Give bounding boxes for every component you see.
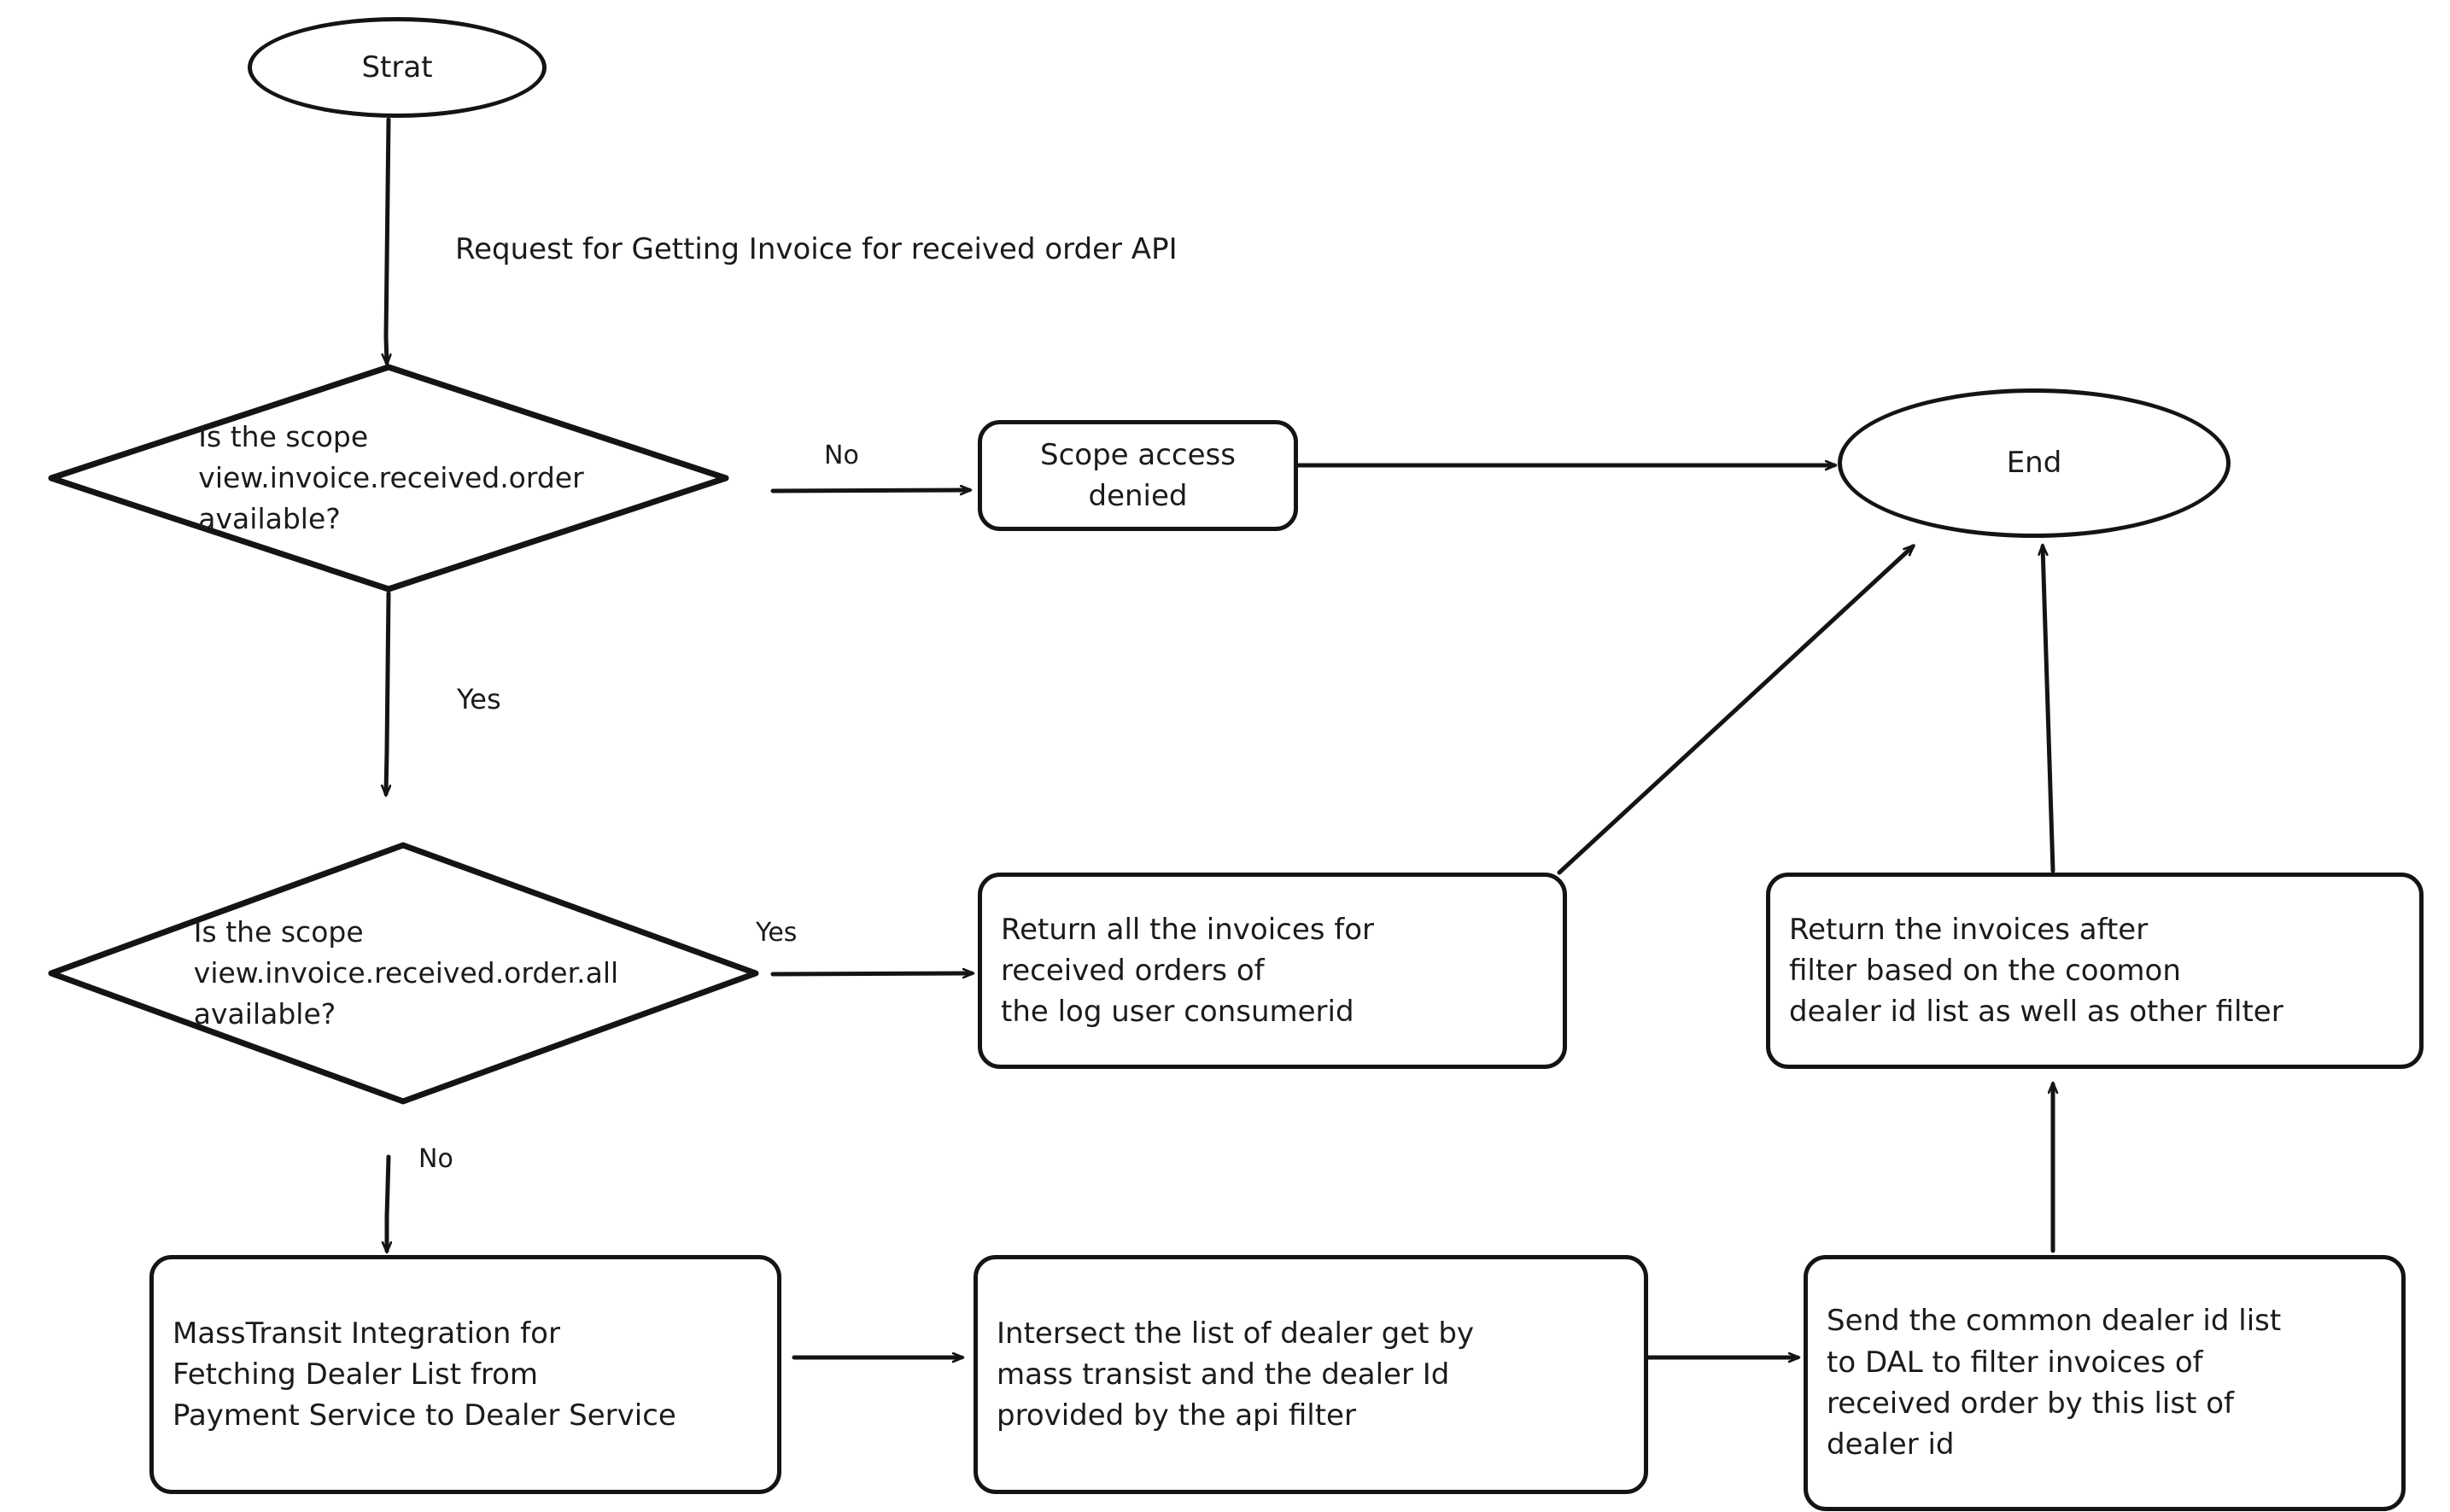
node-masstransit-integration-label: MassTransit Integration for Fetching Dea… [172, 1316, 676, 1433]
edge-scopeall-no-to-masstransit [387, 1154, 389, 1251]
node-end[interactable]: End [1838, 388, 2231, 538]
node-decision-scope-label: Is the scope view.invoice.received.order… [198, 420, 584, 535]
node-start[interactable]: Strat [248, 17, 547, 118]
node-decision-scope[interactable]: Is the scope view.invoice.received.order… [47, 363, 730, 593]
edge-return-to-end [1557, 546, 1913, 875]
edge-label-scope-all-no: No [418, 1144, 453, 1174]
diamond-shape-icon [47, 841, 760, 1106]
node-intersect-dealer-list[interactable]: Intersect the list of dealer get by mass… [974, 1255, 1648, 1494]
node-decision-scope-all-label: Is the scope view.invoice.received.order… [193, 915, 619, 1030]
node-return-filtered-invoices[interactable]: Return the invoices after filter based o… [1766, 873, 2424, 1069]
edge-scope-yes-to-scopeall [386, 591, 389, 794]
edge-label-scope-yes: Yes [457, 683, 501, 715]
edge-start-to-scope [386, 117, 389, 363]
edge-scopeall-yes-to-return [770, 973, 972, 974]
node-return-filtered-invoices-label: Return the invoices after filter based o… [1789, 912, 2283, 1030]
edge-label-scope-all-yes: Yes [756, 918, 798, 948]
node-decision-scope-all[interactable]: Is the scope view.invoice.received.order… [47, 841, 760, 1106]
node-intersect-dealer-list-label: Intersect the list of dealer get by mass… [997, 1316, 1475, 1433]
node-start-label: Strat [361, 50, 433, 85]
node-end-label: End [2006, 446, 2062, 481]
node-send-to-dal-label: Send the common dealer id list to DAL to… [1827, 1304, 2282, 1462]
edge-label-scope-no: No [824, 441, 859, 470]
edge-scope-no-to-denied [770, 490, 969, 491]
node-scope-denied-label: Scope access denied [1040, 437, 1236, 513]
node-return-all-invoices-label: Return all the invoices for received ord… [1001, 912, 1375, 1030]
node-return-all-invoices[interactable]: Return all the invoices for received ord… [978, 873, 1567, 1069]
node-scope-denied[interactable]: Scope access denied [978, 420, 1298, 531]
diamond-shape-icon [47, 363, 730, 593]
node-masstransit-integration[interactable]: MassTransit Integration for Fetching Dea… [149, 1255, 781, 1494]
edge-caption-request: Request for Getting Invoice for received… [455, 232, 1178, 266]
node-send-to-dal[interactable]: Send the common dealer id list to DAL to… [1804, 1255, 2406, 1511]
edge-returnfiltered-to-end [2043, 546, 2055, 873]
